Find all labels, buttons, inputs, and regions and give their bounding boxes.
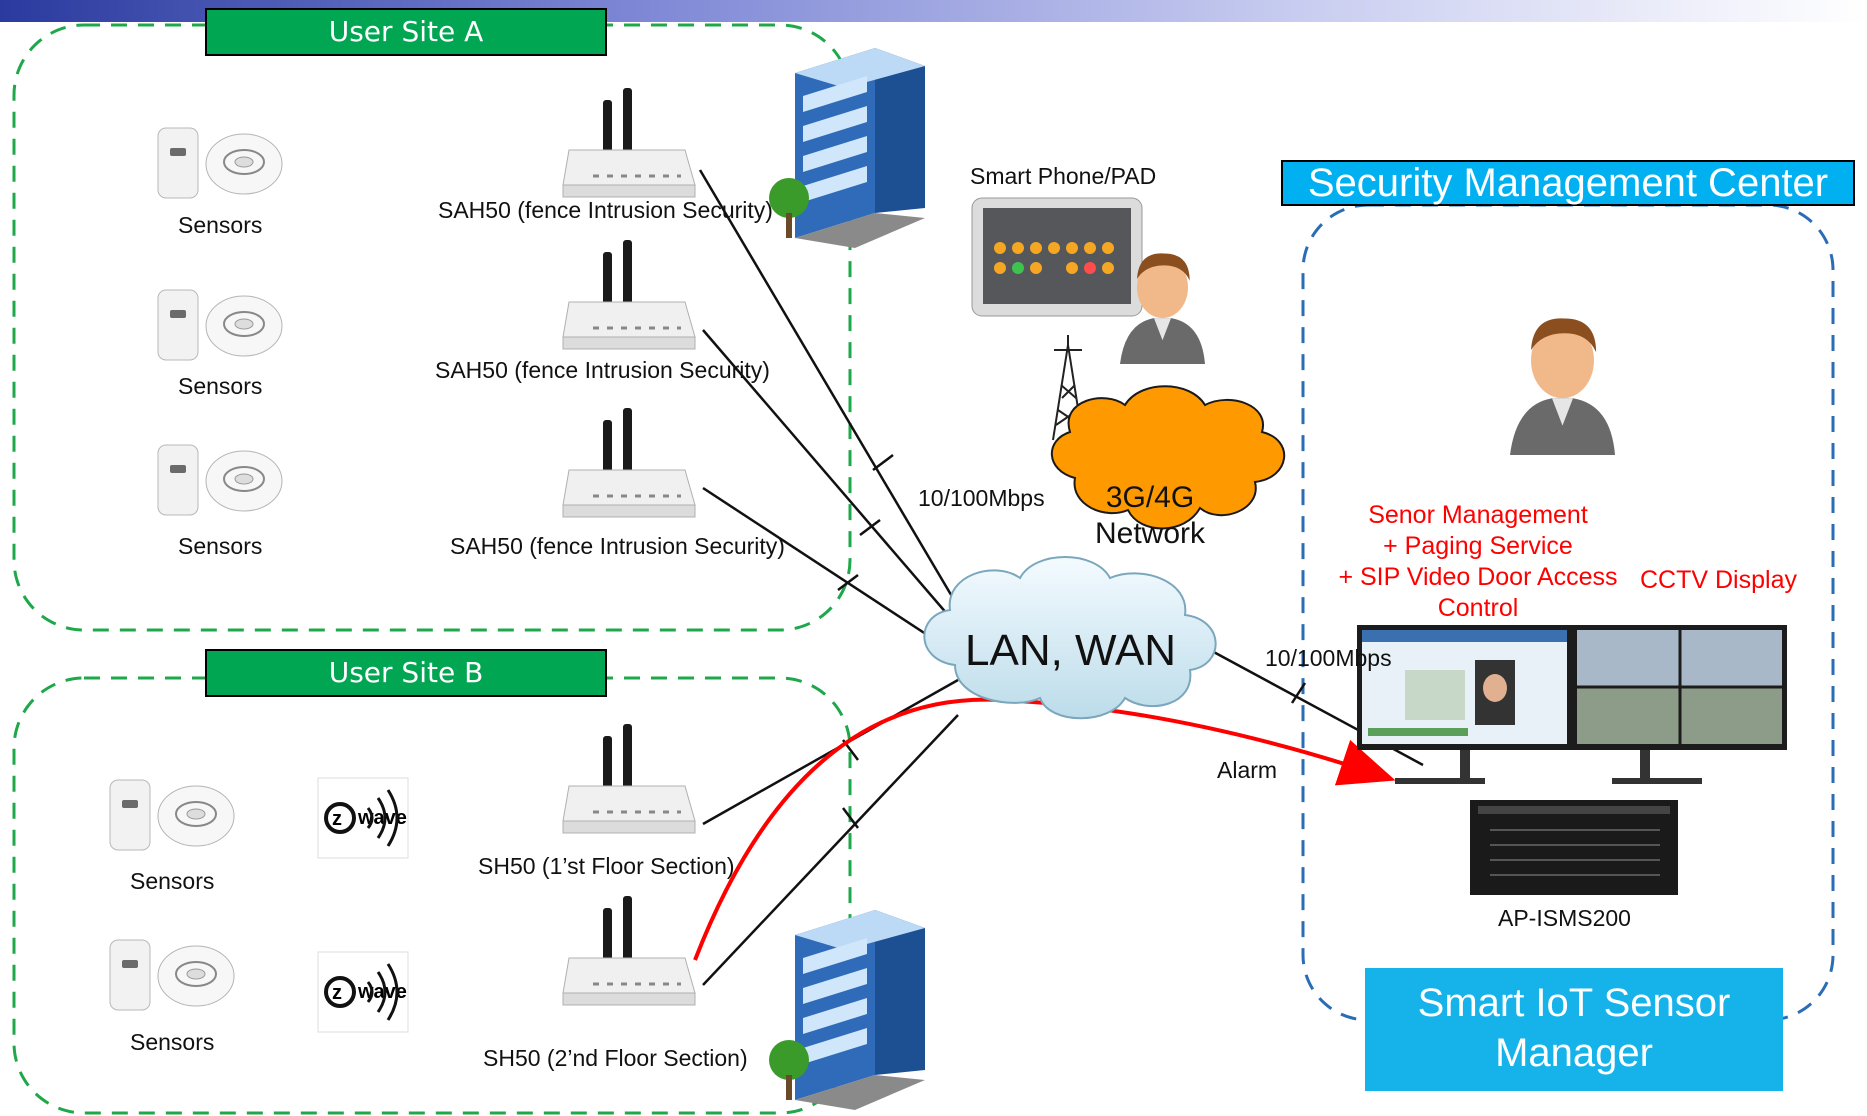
router-b2 (561, 894, 697, 1007)
zwave-icon-2 (316, 950, 410, 1034)
gateway-label-a3: SAH50 (fence Intrusion Security) (450, 533, 785, 559)
sensor-label-a3: Sensors (178, 533, 263, 559)
site-a-title: User Site A (205, 8, 607, 56)
cellular-label: 3G/4G Network (1094, 481, 1206, 550)
site-b-border (12, 676, 852, 1115)
zwave-icon-1 (316, 776, 410, 860)
lan-wan-label: LAN, WAN (965, 626, 1177, 675)
center-title: Security Management Center (1281, 160, 1855, 206)
sensor-group-a3 (157, 444, 283, 516)
gateway-label-b2: SH50 (2’nd Floor Section) (483, 1045, 748, 1071)
router-a1 (561, 86, 697, 199)
cctv-label: CCTV Display (1640, 566, 1797, 594)
iot-manager-banner: Smart IoT Sensor Manager (1365, 968, 1783, 1091)
router-b1 (561, 722, 697, 835)
cellular-cloud-icon (1050, 385, 1286, 530)
sensor-group-a1 (157, 127, 283, 199)
operator-icon (1510, 318, 1615, 455)
site-a-border (12, 23, 852, 632)
tablet-icon (971, 197, 1143, 317)
sensor-group-a2 (157, 289, 283, 361)
alarm-label: Alarm (1217, 757, 1278, 783)
lan-wan-cloud-icon (923, 556, 1217, 720)
site-b-title: User Site B (205, 649, 607, 697)
services-label: Senor Management + Paging Service + SIP … (1338, 501, 1618, 622)
sensor-group-b1 (109, 779, 235, 851)
building-icon-top (769, 48, 925, 248)
gateway-label-b1: SH50 (1’st Floor Section) (478, 853, 735, 879)
monitor-left-icon (1357, 625, 1572, 784)
router-a3 (561, 406, 697, 519)
speed-label-right: 10/100Mbps (1265, 645, 1392, 671)
router-a2 (561, 238, 697, 351)
monitor-right-icon (1572, 625, 1787, 784)
server-icon (1470, 800, 1678, 895)
sensor-label-b2: Sensors (130, 1029, 215, 1055)
mobile-label: Smart Phone/PAD (970, 163, 1157, 189)
sensor-label-a2: Sensors (178, 373, 263, 399)
gateway-label-a1: SAH50 (fence Intrusion Security) (438, 197, 773, 223)
speed-label-left: 10/100Mbps (918, 485, 1045, 511)
building-icon-bottom (769, 910, 925, 1110)
sensor-group-b2 (109, 939, 235, 1011)
sensor-label-a1: Sensors (178, 212, 263, 238)
alarm-arrow (693, 697, 1396, 961)
gateway-label-a2: SAH50 (fence Intrusion Security) (435, 357, 770, 383)
sensor-label-b1: Sensors (130, 868, 215, 894)
server-label: AP-ISMS200 (1498, 905, 1631, 931)
